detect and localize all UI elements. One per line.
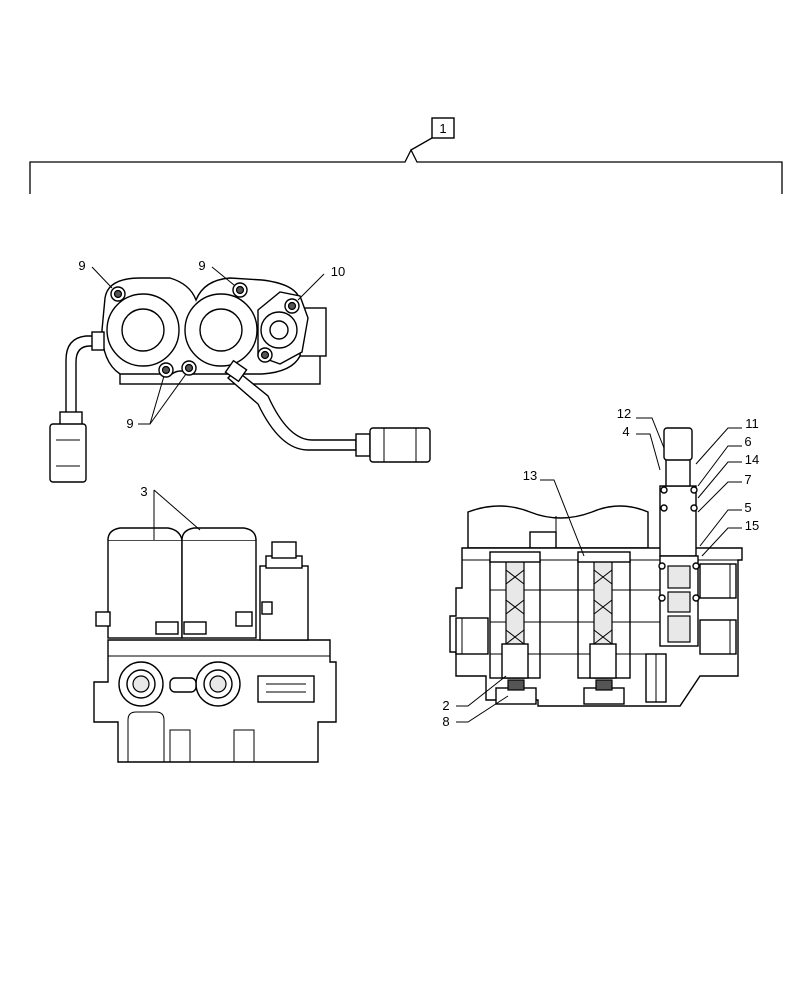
callout-10: 10 <box>331 264 345 279</box>
callout-8: 8 <box>442 714 449 729</box>
callout-9-top-right: 9 <box>198 258 205 273</box>
callout-6: 6 <box>744 434 751 449</box>
callout-9-bottom: 9 <box>126 416 133 431</box>
callout-4: 4 <box>622 424 629 439</box>
callout-14: 14 <box>745 452 759 467</box>
leader-lines-front-view <box>153 489 201 540</box>
callout-11: 11 <box>745 416 759 431</box>
callout-1: 1 <box>439 121 446 136</box>
assembly-bracket <box>29 117 783 194</box>
leader-lines-top-view <box>91 266 325 425</box>
solenoid-valve-top-view <box>49 277 431 483</box>
callout-2: 2 <box>442 698 449 713</box>
callout-9-top-left: 9 <box>78 258 85 273</box>
valve-cross-section <box>449 427 743 707</box>
callout-5: 5 <box>744 500 751 515</box>
leader-lines-cross-section <box>456 417 742 723</box>
callout-3: 3 <box>140 484 147 499</box>
solenoid-valve-front-view <box>93 527 337 763</box>
callout-12: 12 <box>617 406 631 421</box>
callout-7: 7 <box>744 472 751 487</box>
callout-15: 15 <box>745 518 759 533</box>
callout-13: 13 <box>523 468 537 483</box>
